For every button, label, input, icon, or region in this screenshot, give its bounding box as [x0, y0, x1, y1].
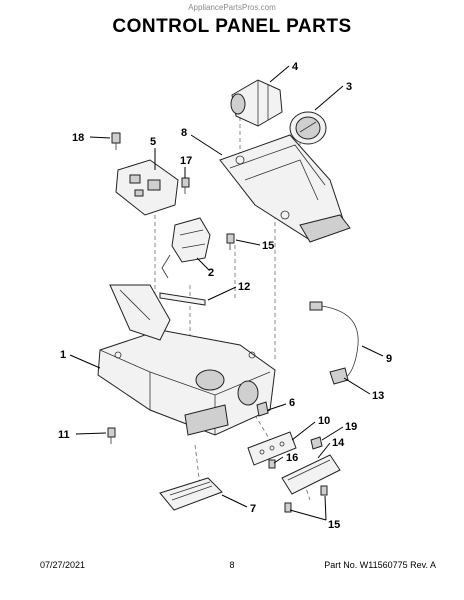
callout-8: 8 [181, 127, 187, 139]
callout-14: 14 [332, 437, 345, 449]
callout-2: 2 [208, 267, 214, 279]
page-title: CONTROL PANEL PARTS [112, 16, 352, 37]
callout-3: 3 [346, 81, 352, 93]
callout-13: 13 [372, 390, 384, 402]
part-13-connector [329, 367, 349, 385]
part-12-bracket [159, 292, 206, 306]
callout-12: 12 [238, 281, 250, 293]
part-11-screw [107, 427, 116, 444]
callout-9: 9 [386, 353, 392, 365]
part-15-screws-lower [284, 485, 328, 513]
footer-date: 07/27/2021 [40, 560, 86, 570]
callout-5: 5 [150, 136, 156, 148]
watermark-text: AppliancePartsPros.com [188, 3, 276, 12]
part-7-cover [159, 477, 223, 511]
callout-17: 17 [180, 155, 192, 167]
callout-labels: 4 3 8 18 5 17 15 2 12 1 9 13 6 11 10 19 … [58, 61, 392, 531]
callout-7: 7 [250, 503, 256, 515]
part-16-screw [268, 459, 276, 469]
part-9-wire-harness [309, 301, 359, 379]
part-15-screw-upper [226, 233, 235, 250]
callout-1: 1 [60, 349, 66, 361]
part-1-housing [97, 284, 276, 436]
callout-18: 18 [72, 132, 84, 144]
part-14-display-panel [281, 454, 341, 495]
part-5-control-board [115, 159, 179, 216]
callout-6: 6 [289, 397, 295, 409]
part-3-knob [289, 111, 327, 145]
part-18-screw [111, 132, 121, 150]
part-19-button [310, 436, 323, 450]
part-10-ui-board [247, 431, 297, 466]
callout-15-lower: 15 [328, 519, 340, 531]
callout-leader-lines [69, 65, 384, 521]
part-8-console [219, 134, 351, 243]
part-17-screw [181, 177, 190, 194]
callout-15-upper: 15 [262, 240, 274, 252]
footer-part-number: Part No. W11560775 Rev. A [324, 560, 436, 570]
callout-11: 11 [58, 429, 70, 441]
part-6-clip [256, 401, 269, 417]
callout-4: 4 [292, 61, 299, 73]
callout-16: 16 [286, 452, 298, 464]
callout-19: 19 [345, 421, 357, 433]
callout-10: 10 [318, 415, 330, 427]
footer-page-number: 8 [229, 560, 235, 570]
part-2-transformer [161, 217, 211, 279]
part-4-knob-housing [230, 79, 283, 127]
